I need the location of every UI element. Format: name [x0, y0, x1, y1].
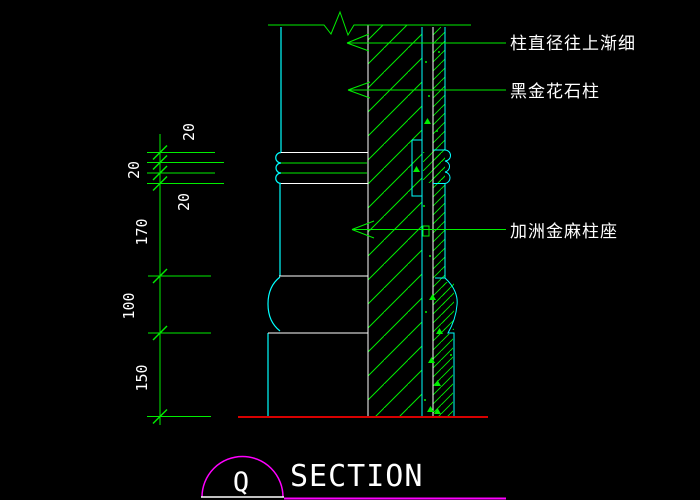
leader-arrow-2 [347, 81, 506, 99]
anchor-notch [411, 139, 422, 197]
trim-hatch [433, 27, 445, 417]
dim-label-170: 170 [133, 218, 151, 245]
column-section-lines [268, 152, 368, 334]
anchor-block-edges [433, 149, 445, 184]
leaders [346, 33, 506, 239]
stone-trim-strip [411, 27, 458, 417]
dim-label-20b: 20 [125, 161, 143, 179]
dim-label-20a: 20 [180, 123, 198, 141]
annotation-base: 加洲金麻柱座 [510, 222, 618, 242]
wall-section [367, 25, 423, 417]
dim-label-20c: 20 [175, 193, 193, 211]
column-torus-edge [267, 276, 281, 332]
leader-arrow-1 [346, 33, 506, 52]
leader-arrow-3 [351, 220, 506, 239]
break-line [268, 10, 471, 37]
column-profile [267, 27, 282, 417]
detail-bubble-label: Q [233, 467, 249, 498]
trim-ring-scallops [444, 149, 451, 184]
anchor-block-hatch [423, 152, 445, 183]
wall-hatch [368, 25, 422, 417]
dimension-ticks [152, 145, 168, 424]
trim-torus-bump [435, 277, 458, 417]
annotation-shaft: 黑金花石柱 [510, 82, 600, 102]
detail-bubble-arc [201, 455, 284, 498]
title-block: Q SECTION [201, 455, 506, 500]
lower-trim-hatch [445, 334, 453, 417]
annotation-taper: 柱直径往上渐细 [510, 34, 636, 54]
annotations: 柱直径往上渐细 黑金花石柱 加洲金麻柱座 [510, 34, 636, 242]
dim-label-100: 100 [120, 292, 138, 319]
dim-label-150: 150 [133, 364, 151, 391]
anchor-marks [413, 51, 452, 414]
dimension-chain: 20 20 20 170 100 150 [120, 123, 224, 425]
view-title: SECTION [290, 459, 423, 494]
dimension-labels: 20 20 20 170 100 150 [120, 123, 198, 392]
bump-hatch [443, 282, 454, 330]
column-ring-scallops [275, 151, 282, 185]
